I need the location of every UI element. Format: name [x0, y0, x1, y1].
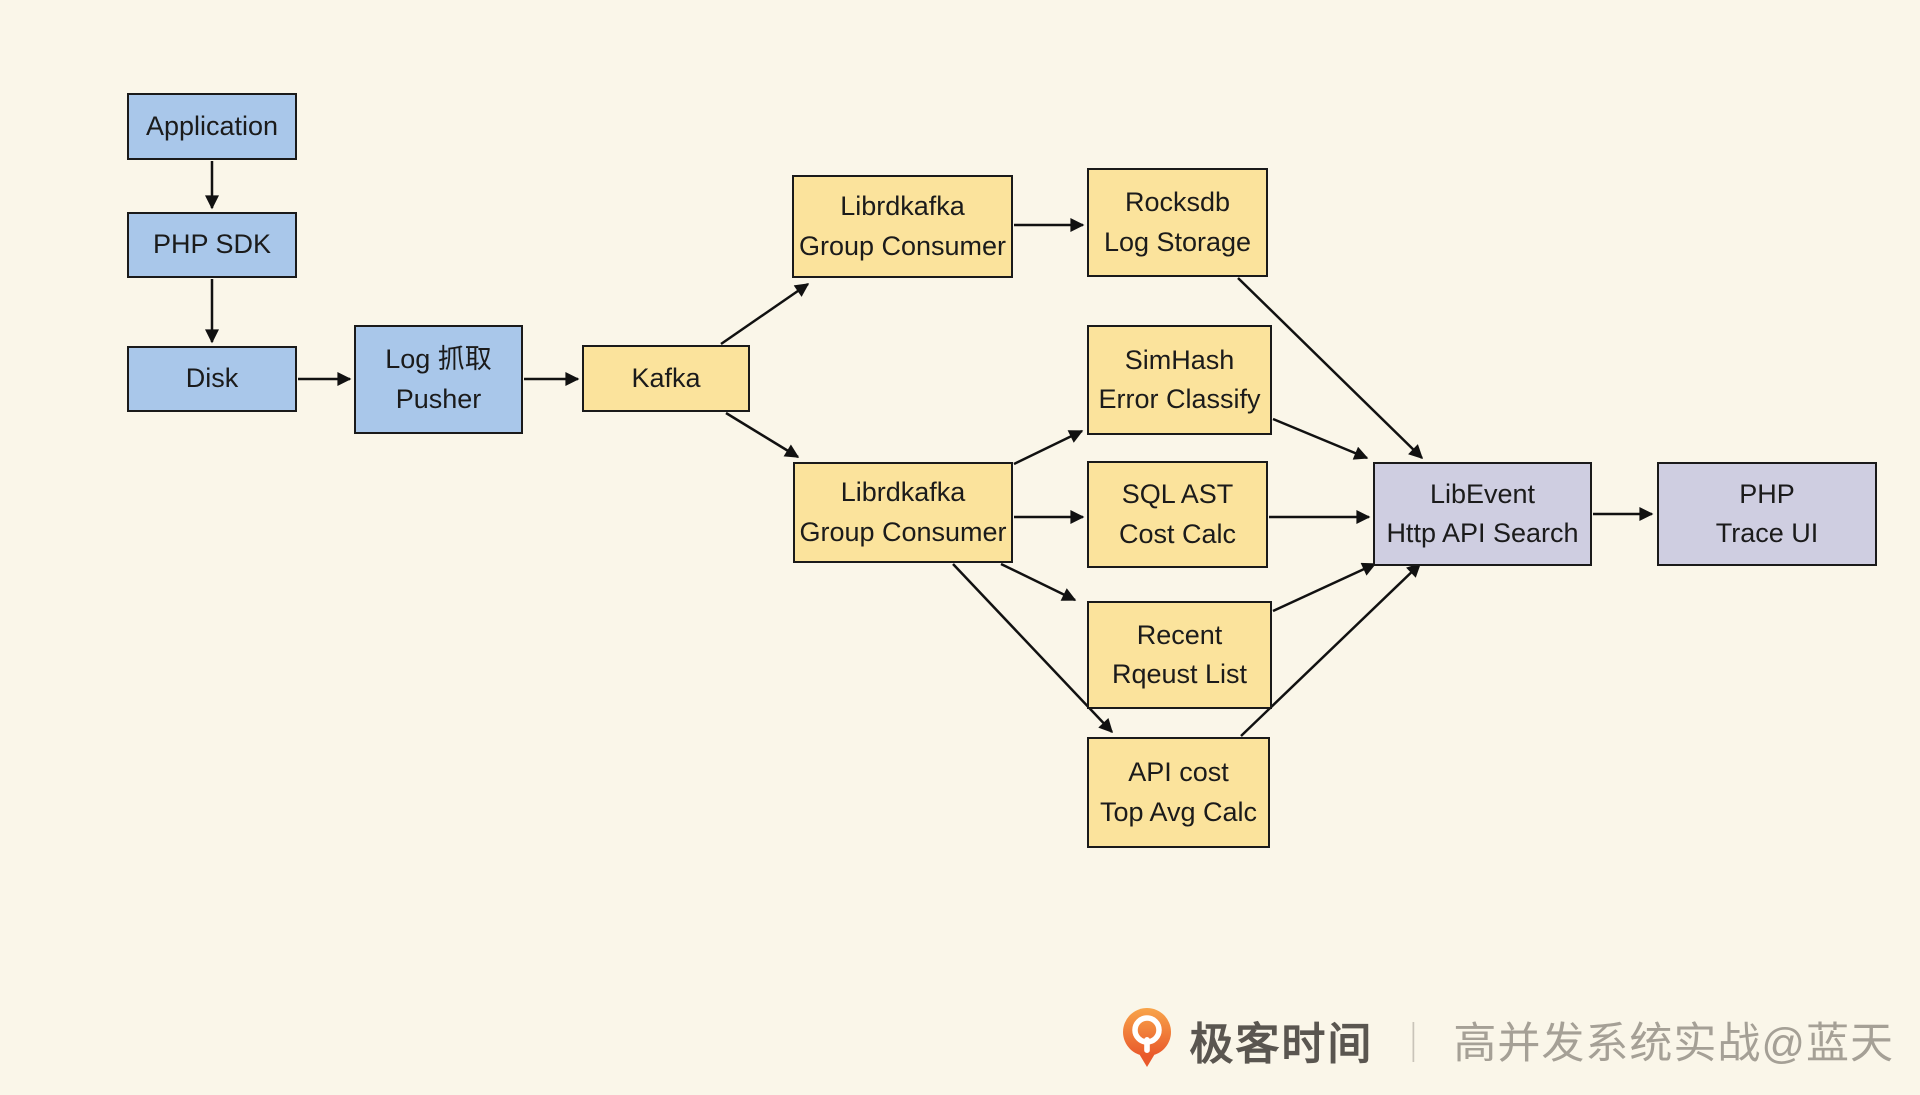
node-log-pusher: Log 抓取 Pusher: [354, 325, 523, 434]
edge-rocksdb-to-libevent: [1237, 277, 1424, 459]
node-label: Rocksdb: [1124, 187, 1231, 218]
node-sql-ast: SQL AST Cost Calc: [1087, 461, 1268, 568]
footer-divider: ｜: [1393, 1022, 1434, 1066]
brand-name: 极客时间: [1189, 1020, 1374, 1069]
geektime-logo-icon: [1123, 1008, 1172, 1067]
node-label: Cost Calc: [1118, 518, 1237, 549]
edge-kafka-to-librdkafka-bottom: [725, 411, 800, 459]
node-label: SimHash: [1124, 344, 1235, 375]
node-label: Group Consumer: [798, 230, 1007, 261]
node-php-trace: PHP Trace UI: [1657, 462, 1877, 566]
watermark: 极客时间 ｜ 高并发系统实战@蓝天: [1121, 1002, 1894, 1078]
node-label: Librdkafka: [840, 191, 965, 222]
node-label: Rqeust List: [1111, 659, 1248, 689]
node-label: Librdkafka: [840, 477, 966, 508]
node-label: Trace UI: [1715, 518, 1819, 548]
node-label: Disk: [185, 363, 239, 394]
node-label: Http API Search: [1386, 518, 1579, 548]
node-php-sdk: PHP SDK: [127, 212, 297, 278]
node-label: Log 抓取: [385, 344, 492, 375]
node-label: Group Consumer: [799, 516, 1007, 547]
edge-kafka-to-librdkafka-top: [720, 282, 810, 346]
node-label: Log Storage: [1103, 226, 1252, 257]
node-label: Error Classify: [1098, 384, 1261, 414]
node-label: Recent: [1136, 619, 1223, 650]
node-kafka: Kafka: [582, 345, 750, 412]
edge-librdkafka-bottom-to-simhash: [1013, 429, 1084, 466]
node-label: SQL AST: [1121, 479, 1234, 510]
node-label: Pusher: [395, 383, 482, 414]
node-label: Top Avg Calc: [1099, 796, 1258, 827]
node-label: API cost: [1128, 757, 1229, 788]
edge-recent-request-to-libevent: [1272, 562, 1377, 613]
course-title: 高并发系统实战@蓝天: [1453, 1020, 1894, 1068]
node-label: Kafka: [631, 362, 701, 393]
node-label: Application: [145, 110, 279, 141]
node-label: PHP SDK: [152, 229, 272, 260]
node-label: LibEvent: [1429, 478, 1536, 509]
edge-librdkafka-bottom-to-api-cost: [952, 563, 1113, 734]
node-application: Application: [127, 93, 297, 160]
node-disk: Disk: [127, 346, 297, 412]
edge-simhash-to-libevent: [1272, 417, 1369, 460]
node-label: PHP: [1739, 478, 1795, 509]
edge-librdkafka-bottom-to-recent-request: [1000, 562, 1077, 602]
